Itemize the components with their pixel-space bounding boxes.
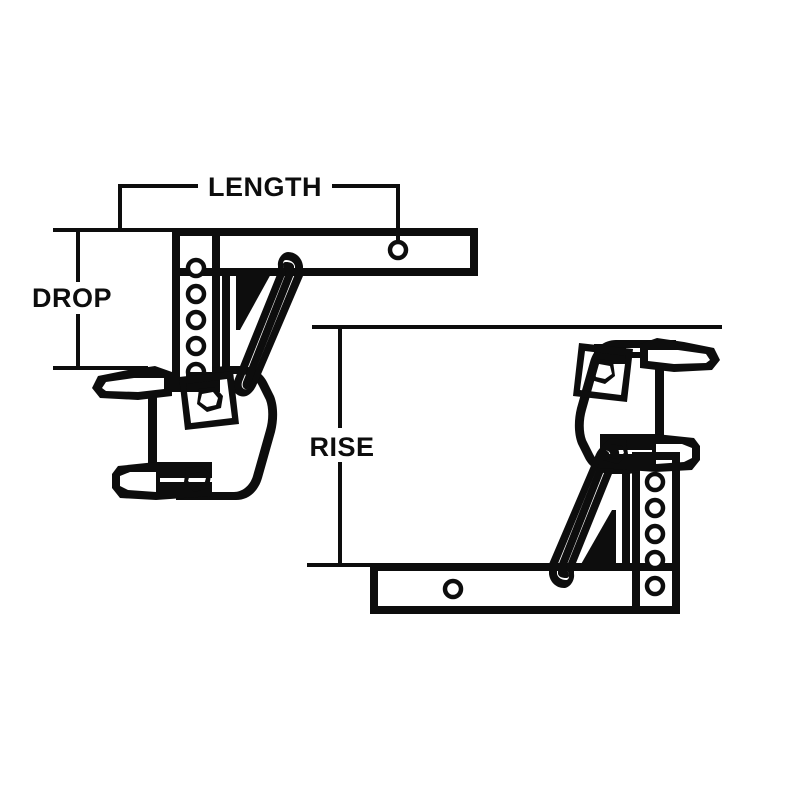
rise-bolt-plate-square xyxy=(573,343,633,402)
drop-coupler-stem xyxy=(148,396,157,468)
drop-gusset-diagonal xyxy=(236,272,272,330)
pin-hole xyxy=(185,257,207,279)
drop-hex-bolt-head-lower xyxy=(184,466,211,492)
drop-label: DROP xyxy=(32,283,112,313)
pin-hole xyxy=(644,549,666,571)
rise-gusset-outline xyxy=(562,468,630,570)
pin-hole xyxy=(644,523,666,545)
pin-hole xyxy=(644,575,666,597)
rise-angled-arm-outline xyxy=(549,443,620,588)
drop-ball-mount-assembly xyxy=(92,228,478,500)
rise-hex-bolt-head-lower xyxy=(601,438,628,464)
rise-angled-arm-fill xyxy=(558,450,610,578)
drop-dimension: DROP xyxy=(32,228,176,370)
rise-dimension: RISE xyxy=(307,325,722,567)
drop-hex-bolt-plate-upper xyxy=(179,371,239,430)
pin-hole xyxy=(644,471,666,493)
rise-gusset-diagonal xyxy=(580,510,616,566)
rise-angled-arm xyxy=(549,443,620,588)
drop-hex-bolt-head-upper xyxy=(197,387,223,412)
rise-adjustment-pin-holes xyxy=(644,471,666,597)
pin-hole xyxy=(185,309,207,331)
pin-hole xyxy=(185,283,207,305)
rise-ball-mount-assembly xyxy=(370,338,720,614)
drop-gusset-brace xyxy=(222,268,290,374)
rise-shank-pin-hole xyxy=(442,578,464,600)
length-label: LENGTH xyxy=(208,172,322,202)
drop-angled-arm-outline xyxy=(232,252,303,397)
drop-angled-arm xyxy=(232,252,303,397)
rise-label: RISE xyxy=(309,432,374,462)
drop-gusset-outline xyxy=(222,268,290,374)
pin-hole xyxy=(185,335,207,357)
rise-hex-bolt-head-upper xyxy=(589,359,615,384)
rise-hex-bolt-plate-upper xyxy=(573,343,633,402)
drop-angled-arm-fill xyxy=(242,262,294,390)
rise-coupler-stem xyxy=(655,368,664,440)
rise-gusset-brace xyxy=(562,468,630,570)
drop-bolt-plate-square xyxy=(179,371,239,430)
pin-hole xyxy=(644,497,666,519)
drop-shank-pin-hole xyxy=(387,239,409,261)
